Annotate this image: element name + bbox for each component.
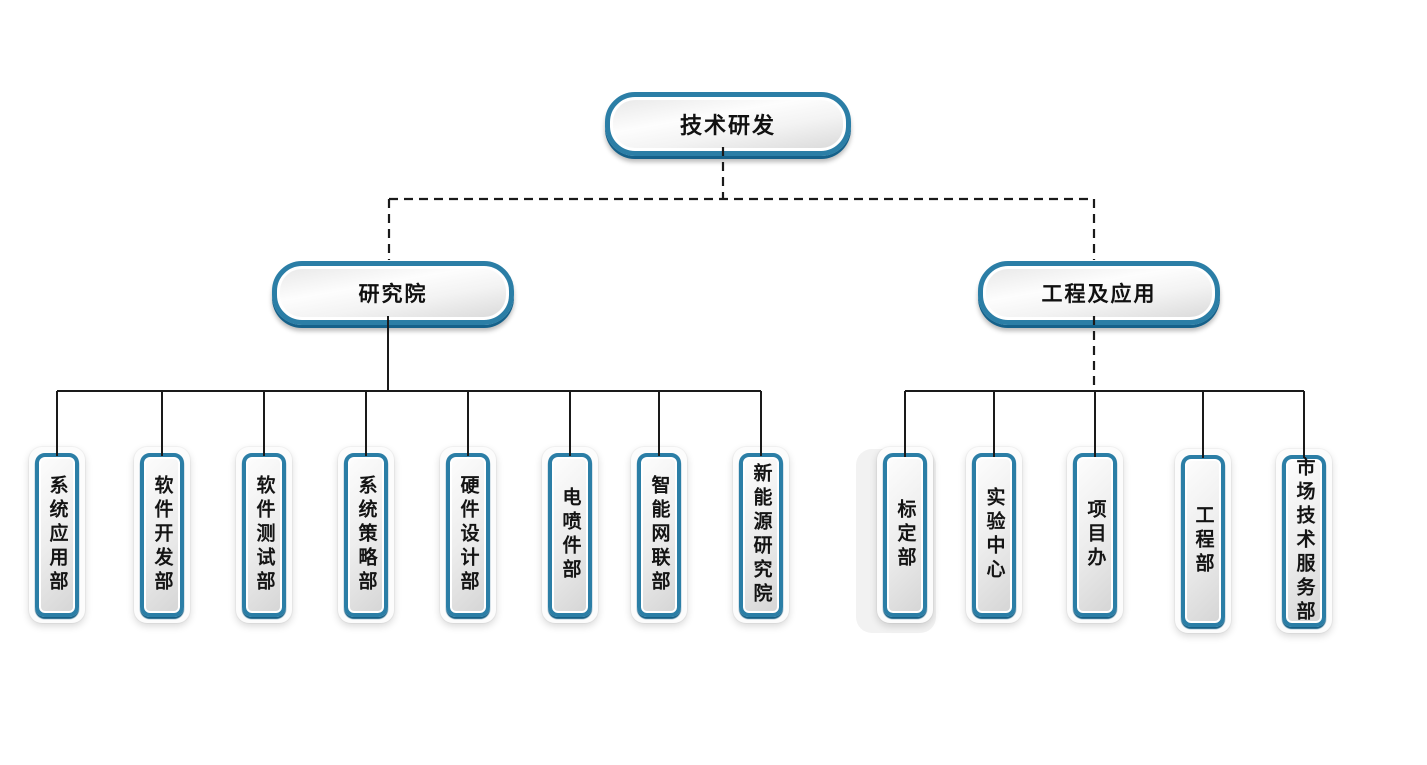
leaf-engineering[interactable]: 工程部 <box>1175 449 1231 633</box>
leaf-label: 电喷件部 <box>559 487 581 583</box>
leaf-label: 项目办 <box>1084 499 1106 571</box>
leaf-market-tech-service[interactable]: 市场技术服务部 <box>1276 449 1332 633</box>
leaf-label: 实验中心 <box>983 487 1005 583</box>
leaf-project-office[interactable]: 项目办 <box>1067 447 1123 623</box>
leaf-box: 软件测试部 <box>242 453 286 617</box>
leaf-label: 工程部 <box>1192 505 1214 577</box>
leaf-box: 新能源研究院 <box>739 453 783 617</box>
leaf-intelligent-connectivity[interactable]: 智能网联部 <box>631 447 687 623</box>
node-root-label: 技术研发 <box>679 113 776 138</box>
leaf-label: 软件测试部 <box>253 475 275 595</box>
leaf-label: 硬件设计部 <box>457 475 479 595</box>
node-research-institute[interactable]: 研究院 <box>272 261 514 325</box>
leaf-efi-parts[interactable]: 电喷件部 <box>542 447 598 623</box>
leaf-box: 市场技术服务部 <box>1282 455 1326 627</box>
leaf-label: 软件开发部 <box>151 475 173 595</box>
leaf-label: 市场技术服务部 <box>1293 457 1315 625</box>
leaf-box: 智能网联部 <box>637 453 681 617</box>
leaf-calibration[interactable]: 标定部 <box>877 447 933 623</box>
leaf-label: 智能网联部 <box>648 475 670 595</box>
node-research-institute-label: 研究院 <box>358 283 428 306</box>
leaf-software-testing[interactable]: 软件测试部 <box>236 447 292 623</box>
leaf-box: 实验中心 <box>972 453 1016 617</box>
leaf-box: 工程部 <box>1181 455 1225 627</box>
node-root[interactable]: 技术研发 <box>605 92 851 156</box>
leaf-box: 系统应用部 <box>35 453 79 617</box>
leaf-box: 软件开发部 <box>140 453 184 617</box>
leaf-box: 硬件设计部 <box>446 453 490 617</box>
leaf-lab-center[interactable]: 实验中心 <box>966 447 1022 623</box>
leaf-label: 系统策略部 <box>355 475 377 595</box>
leaf-system-application[interactable]: 系统应用部 <box>29 447 85 623</box>
leaf-new-energy-research[interactable]: 新能源研究院 <box>733 447 789 623</box>
leaf-box: 电喷件部 <box>548 453 592 617</box>
solid-connector-left <box>56 316 762 456</box>
leaf-hardware-design[interactable]: 硬件设计部 <box>440 447 496 623</box>
leaf-box: 标定部 <box>883 453 927 617</box>
leaf-label: 标定部 <box>894 499 916 571</box>
leaf-box: 项目办 <box>1073 453 1117 617</box>
leaf-system-strategy[interactable]: 系统策略部 <box>338 447 394 623</box>
leaf-box: 系统策略部 <box>344 453 388 617</box>
node-engineering-application-label: 工程及应用 <box>1041 283 1157 306</box>
leaf-software-development[interactable]: 软件开发部 <box>134 447 190 623</box>
leaf-label: 新能源研究院 <box>750 463 772 607</box>
leaf-label: 系统应用部 <box>46 475 68 595</box>
node-engineering-application[interactable]: 工程及应用 <box>978 261 1220 325</box>
